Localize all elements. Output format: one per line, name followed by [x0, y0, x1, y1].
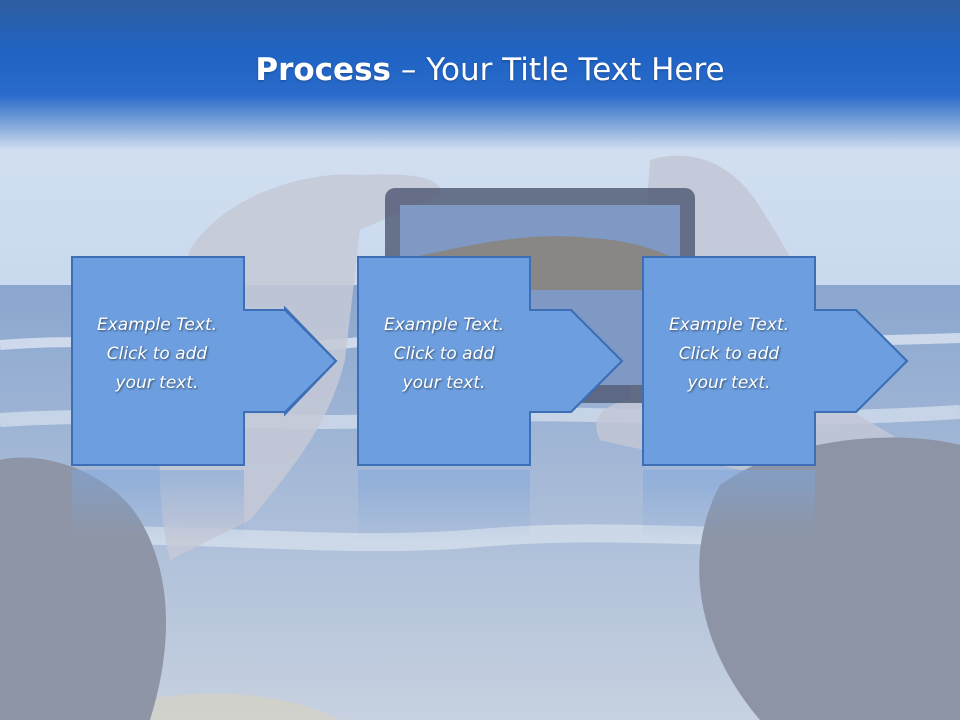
step-3-text[interactable]: Example Text. Click to add your text. — [644, 311, 814, 398]
step-3-line-1: Example Text. — [668, 315, 790, 335]
step-3-line-3: your text. — [687, 373, 771, 393]
right-arrow-icon — [530, 309, 624, 413]
process-step-2[interactable] — [357, 256, 624, 466]
right-arrow-icon — [244, 305, 338, 417]
slide-title[interactable]: Process – Your Title Text Here — [0, 52, 960, 88]
title-bold: Process — [255, 52, 391, 88]
step-3-line-2: Click to add — [678, 344, 780, 364]
right-arrow-icon — [815, 309, 909, 413]
step-1-line-1: Example Text. — [96, 315, 218, 335]
step-2-text[interactable]: Example Text. Click to add your text. — [359, 311, 529, 398]
title-band — [0, 0, 960, 150]
step-1-line-3: your text. — [115, 373, 199, 393]
process-step-1[interactable] — [71, 256, 338, 466]
step-2-line-1: Example Text. — [383, 315, 505, 335]
title-dash: – — [391, 52, 427, 88]
title-rest: Your Title Text Here — [426, 52, 725, 88]
step-2-line-2: Click to add — [393, 344, 495, 364]
process-step-3[interactable] — [642, 256, 909, 466]
step-1-text[interactable]: Example Text. Click to add your text. — [72, 311, 242, 398]
step-1-line-2: Click to add — [106, 344, 208, 364]
step-2-line-3: your text. — [402, 373, 486, 393]
